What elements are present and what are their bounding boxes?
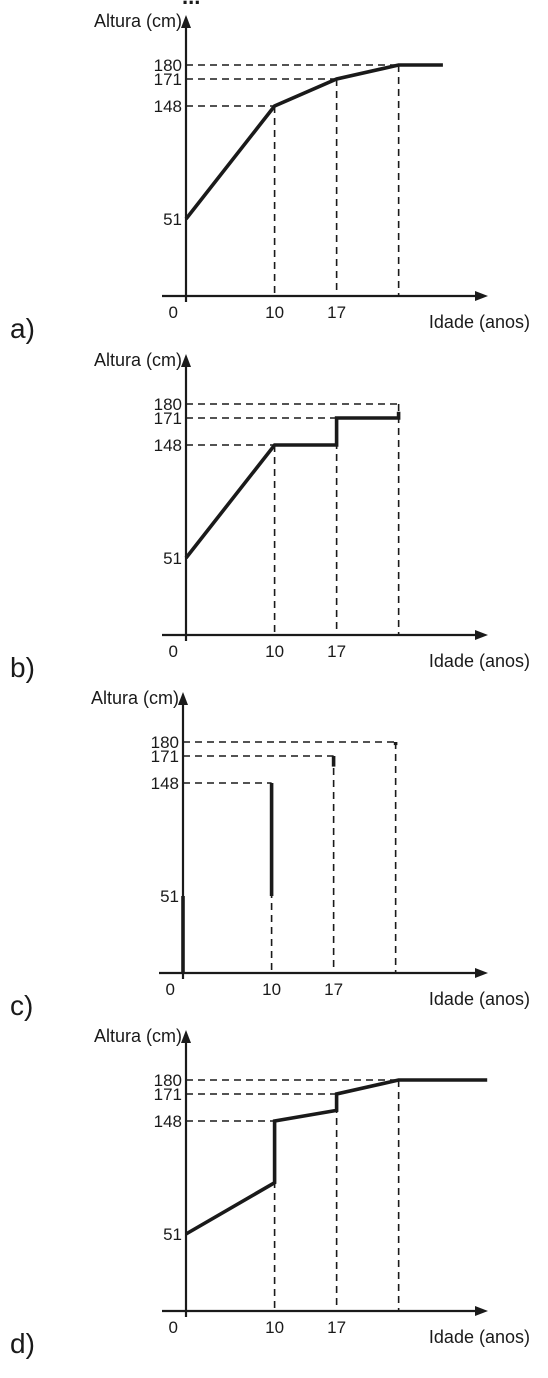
data-line [184, 63, 443, 221]
panel-label: a) [10, 313, 35, 344]
y-tick-label: 171 [154, 1085, 182, 1104]
data-line [184, 411, 401, 560]
x-axis-arrow-icon [475, 630, 488, 640]
y-tick-label: 51 [160, 887, 179, 906]
x-tick-label: 17 [327, 642, 346, 661]
top-cut-text: ... [182, 0, 200, 9]
y-tick-label: 180 [154, 1071, 182, 1090]
y-tick-label: 148 [154, 97, 182, 116]
y-tick-label: 51 [163, 210, 182, 229]
x-axis-arrow-icon [475, 1306, 488, 1316]
y-axis-label: Altura (cm) [94, 11, 182, 31]
y-axis-arrow-icon [181, 1030, 191, 1043]
x-tick-label: 0 [169, 1318, 178, 1337]
x-axis-label: Idade (anos) [429, 312, 530, 332]
x-tick-label: 0 [169, 642, 178, 661]
x-tick-label: 10 [265, 642, 284, 661]
x-axis-label: Idade (anos) [429, 651, 530, 671]
y-axis-label: Altura (cm) [94, 350, 182, 370]
x-axis-arrow-icon [475, 968, 488, 978]
panel-label: b) [10, 652, 35, 683]
y-tick-label: 148 [154, 1112, 182, 1131]
y-tick-label: 148 [154, 436, 182, 455]
x-tick-label: 10 [262, 980, 281, 999]
x-tick-label: 0 [166, 980, 175, 999]
y-tick-label: 51 [163, 549, 182, 568]
y-tick-label: 148 [151, 774, 179, 793]
y-tick-label: 171 [154, 70, 182, 89]
x-axis-label: Idade (anos) [429, 989, 530, 1009]
x-tick-label: 10 [265, 1318, 284, 1337]
y-tick-label: 171 [154, 409, 182, 428]
y-axis-arrow-icon [181, 354, 191, 367]
y-axis-label: Altura (cm) [94, 1026, 182, 1046]
y-tick-label: 180 [154, 395, 182, 414]
x-tick-label: 0 [169, 303, 178, 322]
y-tick-label: 51 [163, 1225, 182, 1244]
y-axis-arrow-icon [178, 692, 188, 705]
x-tick-label: 17 [324, 980, 343, 999]
x-tick-label: 17 [327, 1318, 346, 1337]
data-line [185, 1078, 488, 1236]
y-axis-arrow-icon [181, 15, 191, 28]
y-tick-label: 180 [154, 56, 182, 75]
panel-label: d) [10, 1328, 35, 1359]
x-axis-arrow-icon [475, 291, 488, 301]
x-tick-label: 10 [265, 303, 284, 322]
x-tick-label: 17 [327, 303, 346, 322]
y-tick-label: 180 [151, 733, 179, 752]
panel-label: c) [10, 990, 33, 1021]
y-axis-label: Altura (cm) [91, 688, 179, 708]
y-tick-label: 171 [151, 747, 179, 766]
x-axis-label: Idade (anos) [429, 1327, 530, 1347]
